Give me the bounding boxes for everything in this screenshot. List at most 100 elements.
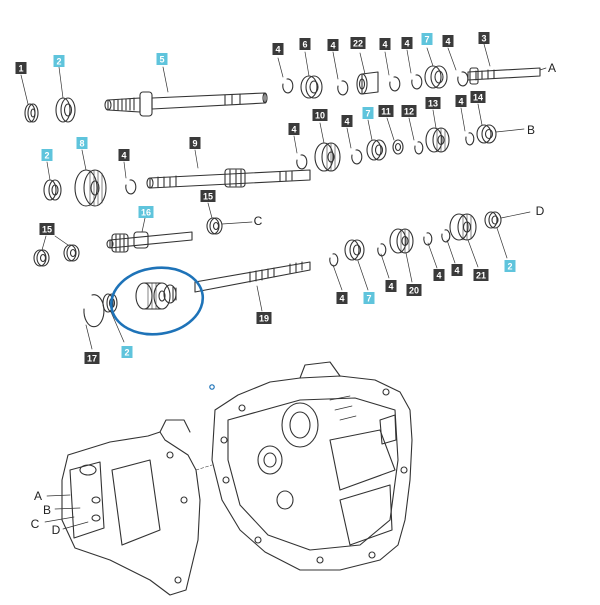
callout-number: 4	[291, 125, 296, 135]
small-marker-dot	[209, 384, 215, 390]
callout-7: 7	[421, 33, 433, 45]
callout-box	[478, 32, 490, 44]
callout-number: 4	[404, 39, 409, 49]
callout-number: 14	[473, 93, 483, 103]
callout-box	[118, 149, 130, 161]
callout-number: 17	[87, 354, 97, 364]
callout-number: 4	[339, 294, 344, 304]
bearing-part	[366, 139, 387, 161]
bearing-part	[300, 75, 323, 99]
callout-4: 4	[401, 37, 413, 49]
callout-2: 2	[121, 346, 133, 358]
callout-20: 20	[406, 284, 422, 296]
callout-7: 7	[363, 292, 375, 304]
callout-box	[299, 38, 311, 50]
callout-number: 2	[124, 348, 129, 358]
callout-number: 20	[409, 286, 419, 296]
circlip-part	[414, 141, 424, 155]
input-shaft-part	[104, 91, 268, 117]
callout-box	[138, 206, 154, 218]
callout-11: 11	[378, 105, 394, 117]
callout-number: 12	[404, 107, 414, 117]
callout-box	[401, 105, 417, 117]
callout-19: 19	[256, 312, 272, 324]
callout-6: 6	[299, 38, 311, 50]
callout-1: 1	[15, 62, 27, 74]
callout-4: 4	[379, 38, 391, 50]
callout-number: 15	[203, 192, 213, 202]
callout-2: 2	[504, 260, 516, 272]
circlip-part	[457, 71, 469, 87]
reverse-shaft-part	[106, 231, 193, 253]
callout-box	[341, 115, 353, 127]
bearing-part	[484, 211, 502, 229]
callout-box	[336, 292, 348, 304]
callout-22: 22	[350, 37, 366, 49]
callout-box	[442, 35, 454, 47]
callout-box	[121, 346, 133, 358]
callout-box	[200, 190, 216, 202]
letter-C: C	[254, 214, 263, 228]
callout-number: 2	[507, 262, 512, 272]
callout-number: 4	[382, 40, 387, 50]
callout-4: 4	[442, 35, 454, 47]
gear-part	[425, 127, 450, 153]
callout-number: 10	[315, 111, 325, 121]
circlip-part	[465, 132, 475, 146]
bearing-part	[476, 124, 497, 144]
callout-box	[406, 284, 422, 296]
callout-box	[327, 39, 339, 51]
callout-7: 7	[362, 107, 374, 119]
circlip-part	[282, 78, 294, 94]
circlip-part	[125, 179, 137, 195]
callout-box	[363, 292, 375, 304]
callout-box	[385, 280, 397, 292]
gear-part	[314, 142, 341, 172]
letter-B: B	[43, 503, 51, 517]
circlip-part	[329, 253, 339, 267]
selected-part-highlight-ring	[109, 266, 205, 336]
callout-box	[362, 107, 374, 119]
washer-part	[392, 139, 404, 155]
callout-box	[378, 105, 394, 117]
callout-13: 13	[425, 97, 441, 109]
callout-box	[41, 149, 53, 161]
circlip-part	[351, 149, 363, 165]
circlip-part	[296, 154, 308, 170]
callout-number: 2	[56, 57, 61, 67]
gearbox-case-part	[211, 361, 413, 571]
ball-bearing-part	[43, 179, 62, 201]
callout-box	[76, 137, 88, 149]
bearing-ring-part	[24, 103, 39, 123]
circlip-part	[411, 74, 423, 90]
callout-box	[473, 269, 489, 281]
callout-4: 4	[341, 115, 353, 127]
callout-3: 3	[478, 32, 490, 44]
letter-A: A	[34, 489, 42, 503]
callout-17: 17	[84, 352, 100, 364]
countershaft-part	[146, 168, 311, 189]
callout-box	[156, 53, 168, 65]
callout-4: 4	[327, 39, 339, 51]
callout-number: 7	[424, 35, 429, 45]
callout-number: 16	[141, 208, 151, 218]
letter-D: D	[536, 204, 545, 218]
callout-number: 2	[44, 151, 49, 161]
callout-4: 4	[288, 123, 300, 135]
callout-box	[84, 352, 100, 364]
callout-number: 21	[476, 271, 486, 281]
callout-4: 4	[118, 149, 130, 161]
bearing-part	[344, 239, 365, 261]
highlighted-gear-part	[135, 282, 177, 310]
callout-box	[379, 38, 391, 50]
washer-part	[33, 244, 80, 267]
callout-number: 11	[381, 107, 391, 117]
callout-number: 13	[428, 99, 438, 109]
callout-box	[15, 62, 27, 74]
washer-part	[206, 217, 223, 235]
callout-5: 5	[156, 53, 168, 65]
output-shaft-part	[467, 67, 541, 85]
